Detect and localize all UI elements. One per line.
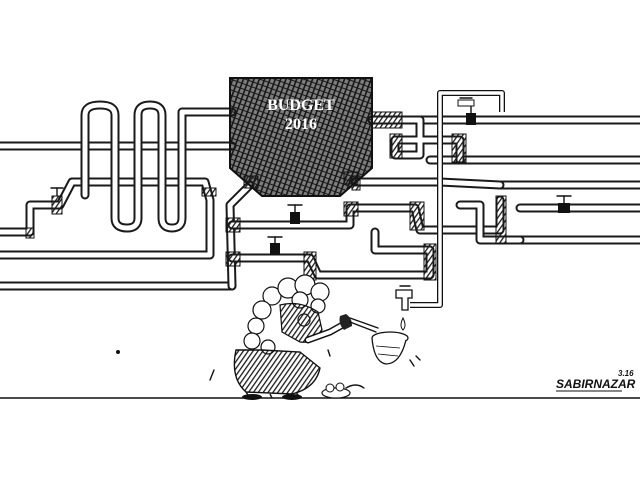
- thin-supply-pipe: [410, 90, 505, 308]
- valve-icon: [556, 195, 572, 213]
- left-pipe-coil: [0, 100, 237, 260]
- water-drop-icon: [400, 316, 406, 331]
- budget-tank: BUDGET 2016: [229, 77, 373, 197]
- valve-icon: [267, 236, 283, 255]
- valve-icon: [466, 105, 476, 125]
- bundle-icon: [321, 382, 365, 399]
- bowl-icon: [349, 317, 409, 365]
- valve-icon: [287, 204, 303, 224]
- tank-label-title: BUDGET: [267, 97, 335, 114]
- svg-text:3.16: 3.16: [618, 369, 634, 378]
- centre-pipes: [225, 105, 572, 291]
- left-valve-icon: [51, 195, 63, 215]
- tap-icon: [395, 285, 413, 331]
- svg-text:SABIRNAZAR: SABIRNAZAR: [556, 377, 636, 391]
- tank-label-year: 2016: [285, 116, 317, 133]
- crouching-figure: [209, 274, 421, 400]
- artist-signature: SABIRNAZAR 3.16: [556, 369, 636, 392]
